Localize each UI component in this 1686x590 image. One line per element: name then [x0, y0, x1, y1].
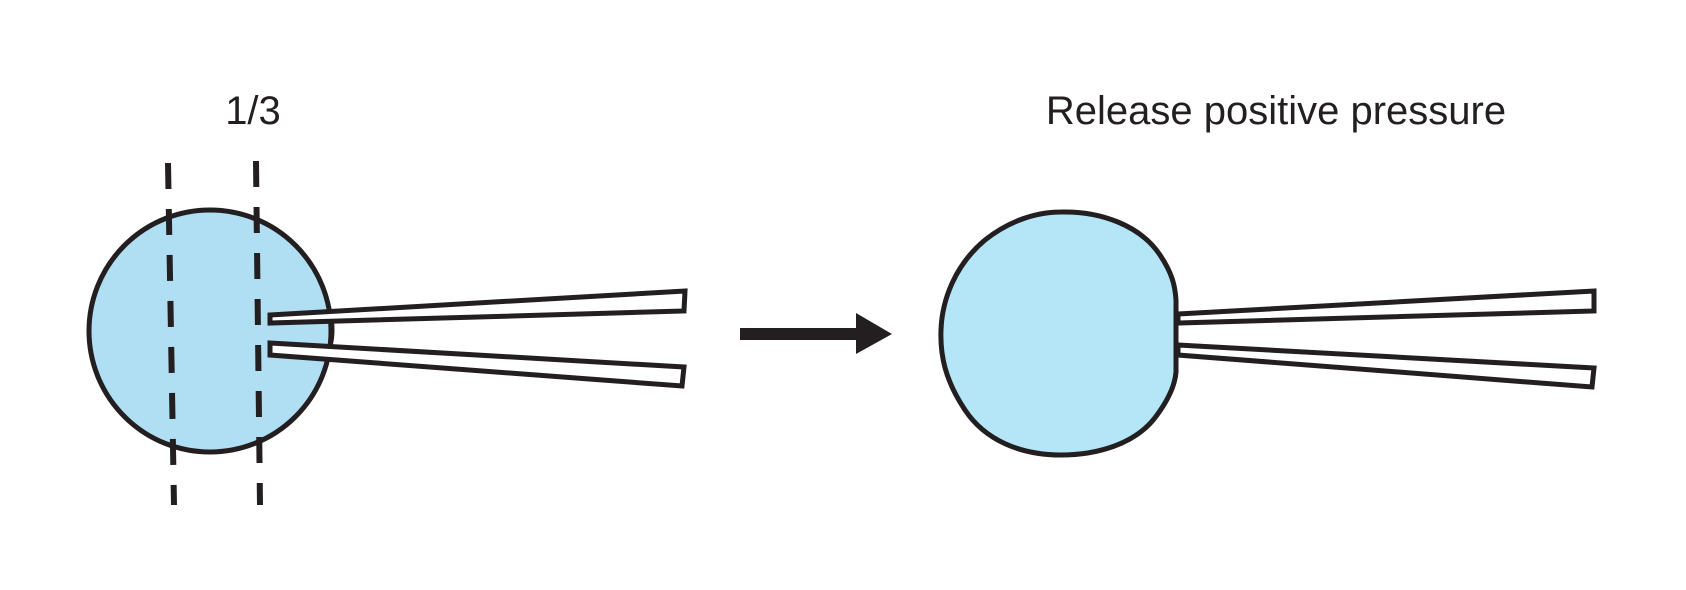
- guide-line-left: [165, 162, 177, 506]
- left-panel: 1/3: [86, 89, 688, 506]
- transition-arrow: [740, 313, 892, 354]
- pipette-lower-wall-right: [1175, 342, 1597, 390]
- cell-before: [86, 207, 334, 455]
- right-panel: Release positive pressure: [938, 89, 1597, 458]
- guide-line-right: [253, 160, 263, 506]
- arrow-head: [856, 313, 892, 354]
- cell-after: [938, 209, 1179, 458]
- pipette-lower-wall: [267, 340, 687, 389]
- pipette-upper-wall-right: [1175, 288, 1597, 326]
- release-label: Release positive pressure: [1046, 89, 1506, 133]
- arrow-shaft: [740, 328, 860, 340]
- fraction-label: 1/3: [225, 89, 281, 133]
- pipette-upper-wall: [267, 288, 688, 326]
